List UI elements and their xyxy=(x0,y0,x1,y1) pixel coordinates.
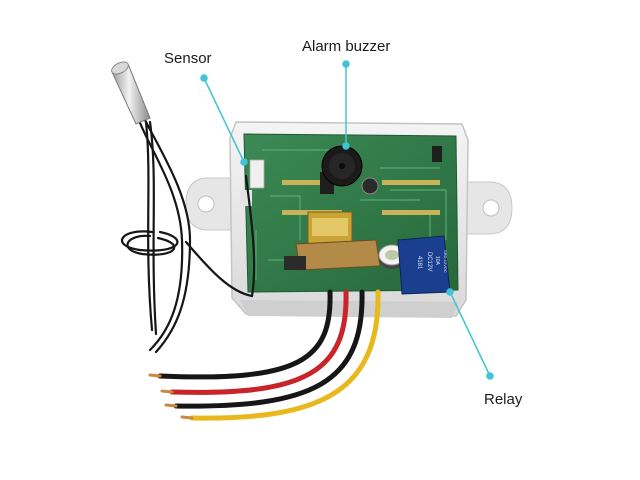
alarm-buzzer-component xyxy=(321,145,363,187)
relay-marking-1: 10A xyxy=(434,256,440,266)
left-mount-hole xyxy=(197,195,215,213)
right-mount-hole xyxy=(482,199,500,217)
relay-marking-4: SRD-12VDC xyxy=(443,250,448,273)
callouts xyxy=(200,60,494,380)
relay-callout xyxy=(446,288,494,380)
wire-black-2 xyxy=(173,289,365,409)
case-bottom-lip xyxy=(240,300,458,318)
buzzer-callout xyxy=(342,60,350,150)
output-wires xyxy=(148,289,381,421)
alarm-buzzer-label: Alarm buzzer xyxy=(302,38,391,55)
relay-label: Relay xyxy=(484,391,523,408)
wire-yellow xyxy=(189,289,381,421)
sensor-label: Sensor xyxy=(164,50,212,67)
relay-marking-3: 4181 xyxy=(416,256,422,270)
circuit-board: 10A DC12V 4181 SRD-12VDC xyxy=(240,133,459,295)
wire-black xyxy=(157,289,333,380)
relay-marking-2: DC12V xyxy=(426,252,432,271)
sensor-probe xyxy=(111,61,256,354)
transformer xyxy=(307,211,353,245)
daughter-board xyxy=(284,239,381,271)
wire-red xyxy=(169,289,349,395)
relay-component: 10A DC12V 4181 SRD-12VDC xyxy=(397,235,451,295)
small-components xyxy=(240,146,442,206)
sensor-callout xyxy=(200,74,248,166)
